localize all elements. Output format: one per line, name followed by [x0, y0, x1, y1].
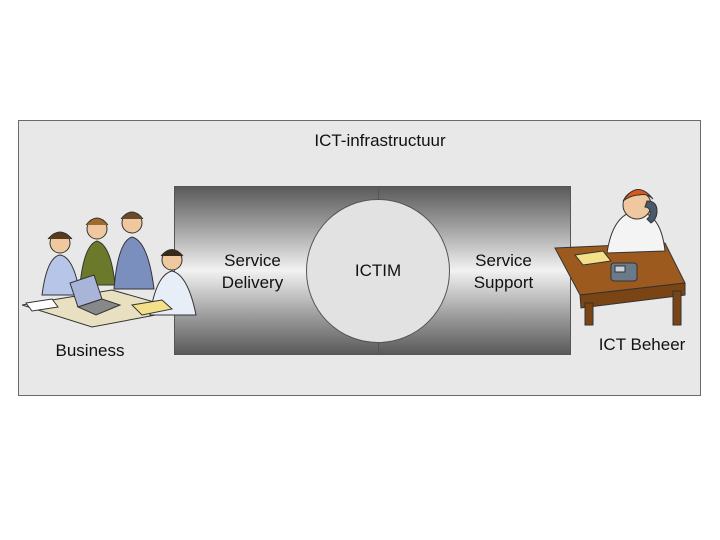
ictim-label: ICTIM [354, 261, 402, 280]
ict-beheer-illustration [554, 189, 686, 326]
business-label: Business [55, 341, 125, 360]
service-delivery-label: Service Delivery [221, 251, 284, 292]
ictim-circle [306, 199, 450, 343]
business-team-illustration [22, 211, 197, 328]
diagram-title: ICT-infrastructuur [314, 131, 446, 150]
service-support-label: Service Support [473, 251, 534, 292]
ict-beheer-label: ICT Beheer [598, 335, 686, 354]
